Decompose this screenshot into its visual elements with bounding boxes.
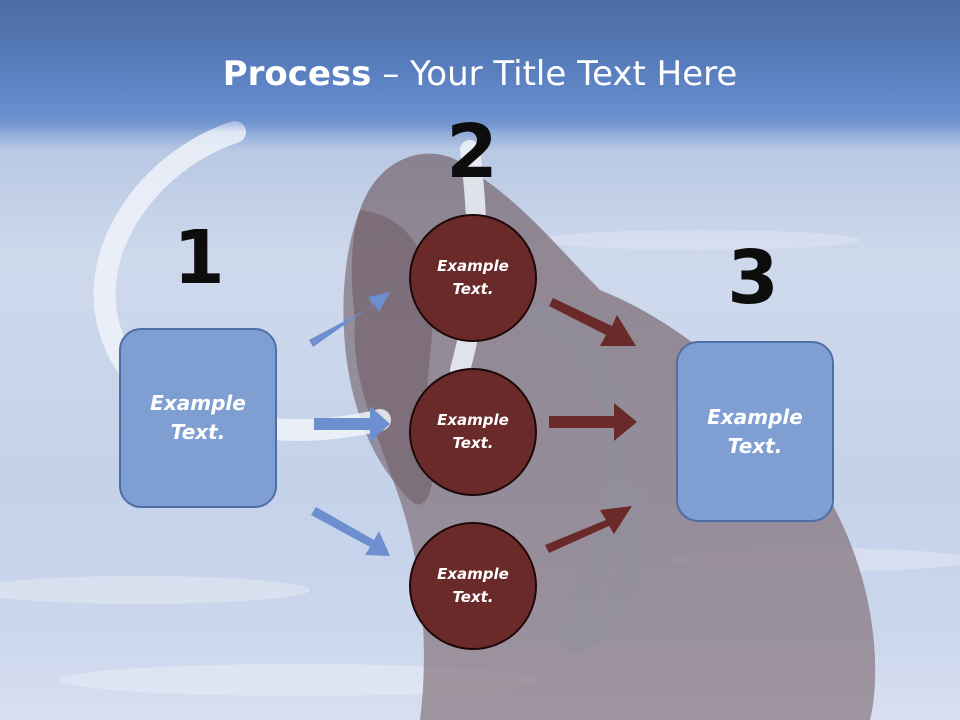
arrow-to-circle-2 [314, 406, 390, 442]
circle-1[interactable]: Example Text. [409, 214, 537, 342]
step-1-label: Example Text. [150, 391, 246, 444]
arrow-from-circle-2 [549, 403, 637, 441]
circle-3-label: Example Text. [437, 565, 509, 606]
arrow-from-circle-1 [549, 298, 636, 346]
arrow-from-circle-3 [545, 506, 632, 553]
arrow-to-circle-1 [309, 292, 390, 347]
circle-3[interactable]: Example Text. [409, 522, 537, 650]
title-bold: Process [222, 54, 372, 94]
step-number-1: 1 [173, 215, 225, 301]
step-1-box[interactable]: Example Text. [119, 328, 277, 508]
circle-1-label: Example Text. [437, 257, 509, 298]
step-3-box[interactable]: Example Text. [676, 341, 834, 522]
title-band [0, 0, 960, 132]
step-3-label: Example Text. [707, 404, 803, 458]
arrow-to-circle-3 [311, 507, 390, 556]
step-number-2: 2 [446, 109, 498, 195]
step-number-3: 3 [727, 235, 779, 321]
title-rest: – Your Title Text Here [371, 54, 738, 94]
circle-2-label: Example Text. [437, 411, 509, 452]
slide-title: Process – Your Title Text Here [0, 52, 960, 96]
circle-2[interactable]: Example Text. [409, 368, 537, 496]
